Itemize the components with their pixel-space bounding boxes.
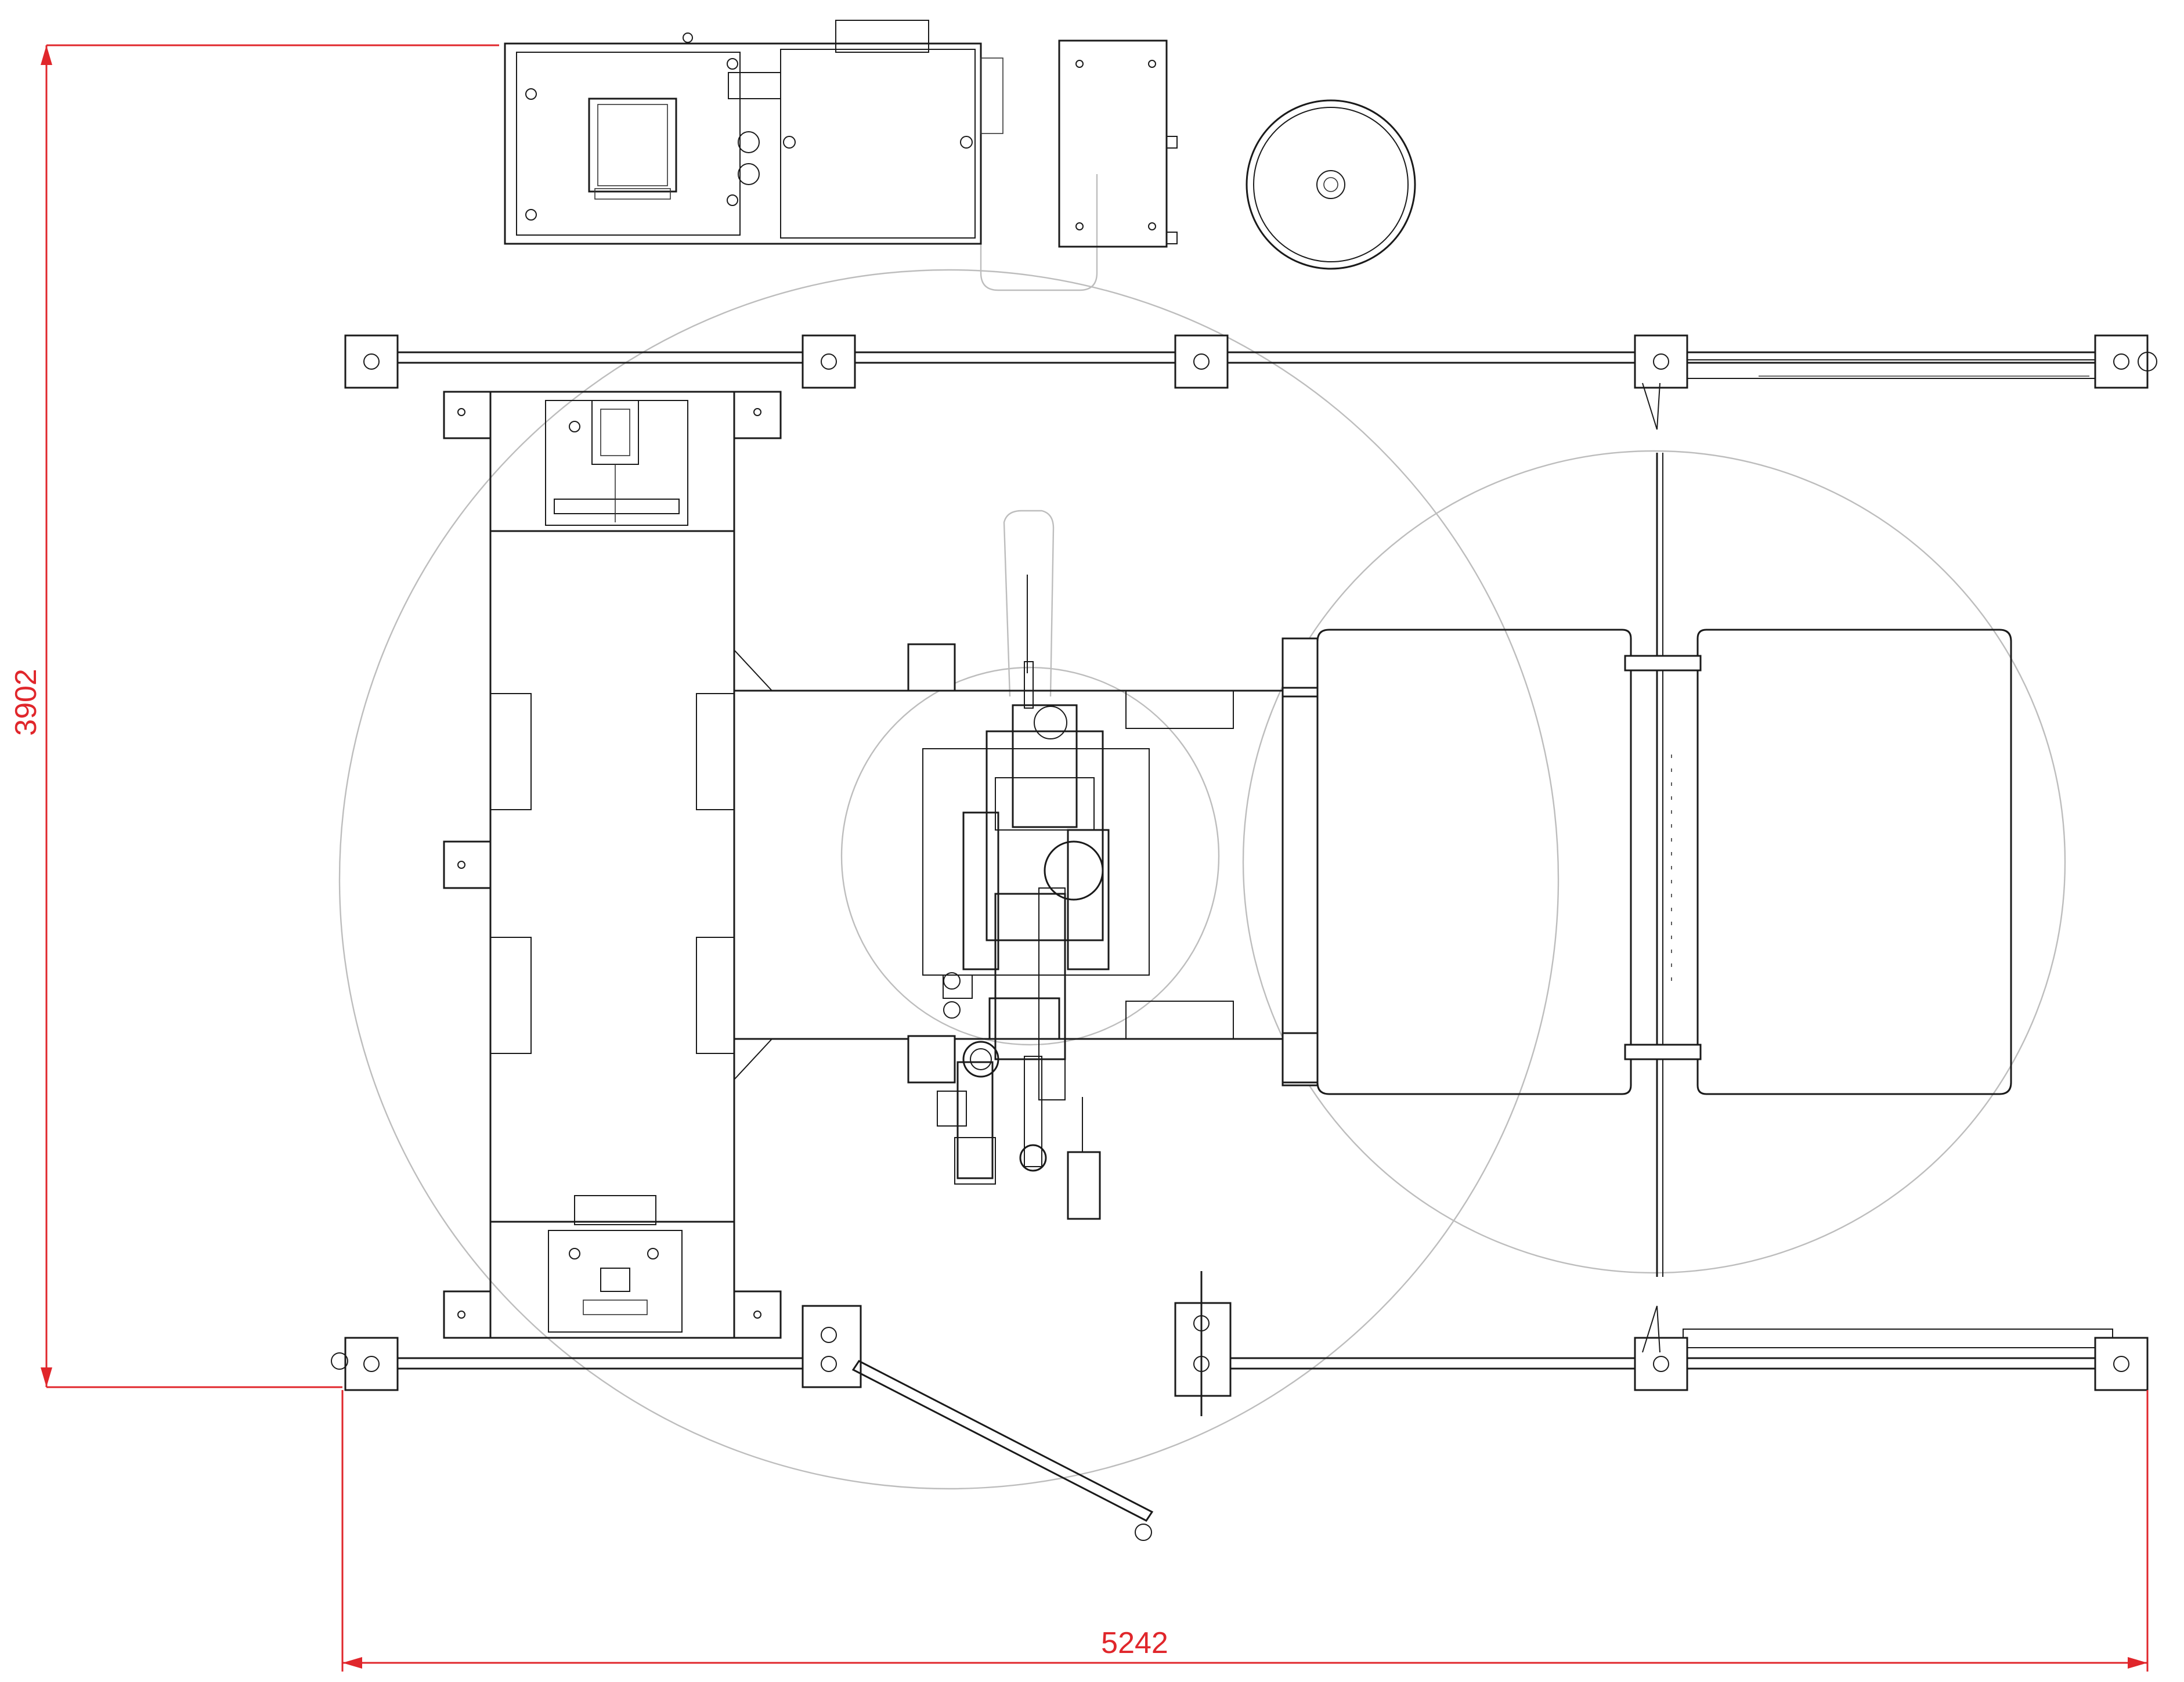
right-table-a [1316, 629, 1632, 1095]
robot-sweep-outline [980, 174, 1098, 291]
wire-feeder-unit [1058, 39, 1178, 248]
bottom-clamp-fixture [548, 1195, 683, 1333]
top-fence-rail [344, 334, 2157, 389]
large-reach-circle [338, 269, 1560, 1490]
center-reach-circle [840, 666, 1220, 1046]
top-rail-posts [344, 334, 2157, 389]
top-clamp-fixture [545, 400, 688, 526]
height-dimension [41, 44, 499, 1388]
left-positioner-table [443, 391, 782, 1339]
right-positioner-tables [1281, 629, 2012, 1095]
robot-center-sweep [1003, 510, 1055, 697]
reach-circles [338, 174, 2066, 1490]
swing-gate-arm [851, 1360, 1154, 1522]
right-station-circle [1242, 450, 2066, 1274]
height-dimension-label: 3902 [9, 669, 43, 736]
control-cabinet [504, 20, 1003, 245]
center-divider [1642, 382, 1663, 1353]
right-table-b [1696, 629, 2012, 1095]
robot-base-frame [733, 643, 1319, 1087]
welding-robot [937, 575, 1110, 1220]
width-dimension-label: 5242 [1101, 1626, 1168, 1660]
wire-drum [1246, 99, 1416, 270]
width-dimension [341, 1390, 2149, 1672]
bottom-fence-rail [331, 1271, 2149, 1541]
bottom-rail-posts [331, 1302, 2149, 1397]
